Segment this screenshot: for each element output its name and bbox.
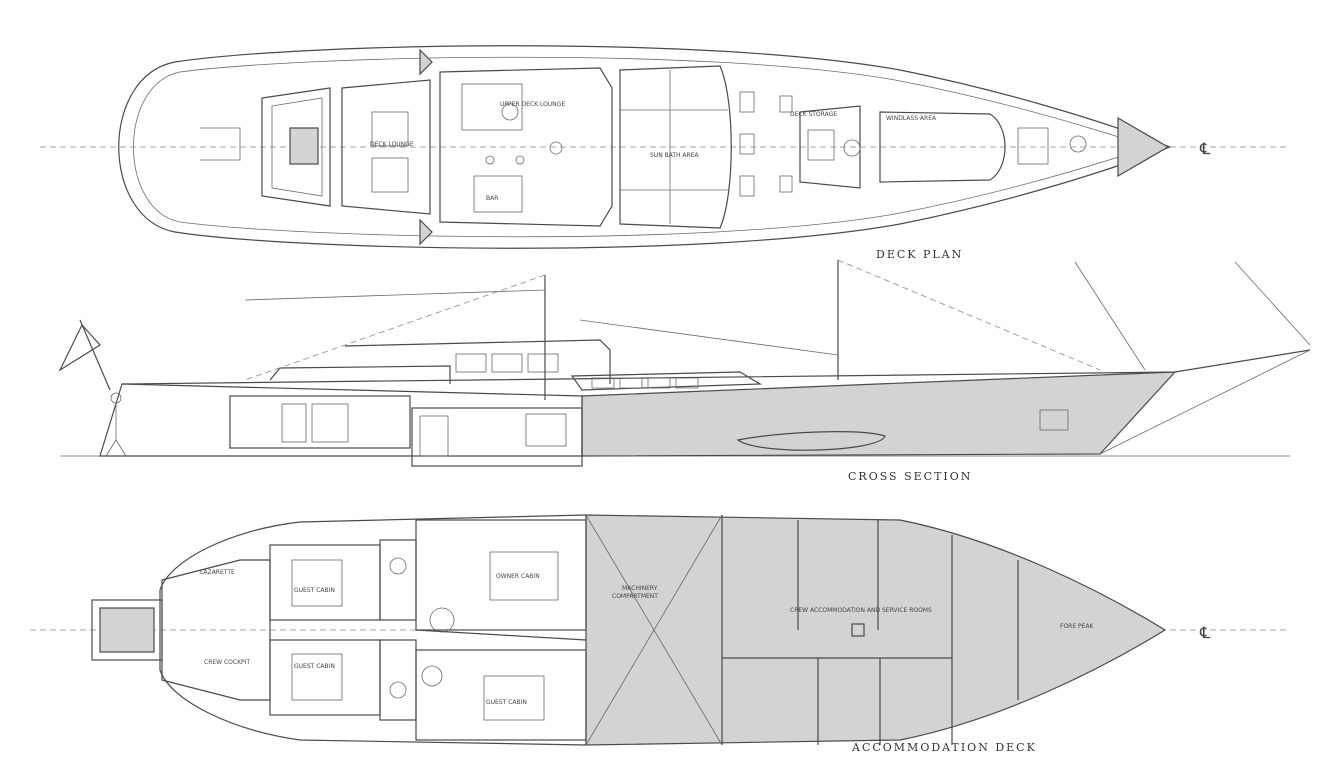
cross-section-caption: CROSS SECTION <box>848 470 972 483</box>
svg-text:OWNER CABIN: OWNER CABIN <box>496 573 540 580</box>
svg-text:DECK LOUNGE: DECK LOUNGE <box>370 141 414 148</box>
svg-text:GUEST CABIN: GUEST CABIN <box>294 663 335 670</box>
accommodation-deck-caption: ACCOMMODATION DECK <box>851 741 1037 754</box>
deck-plan-caption: DECK PLAN <box>876 248 963 261</box>
svg-text:SUN BATH AREA: SUN BATH AREA <box>650 152 699 159</box>
svg-text:COMPARTMENT: COMPARTMENT <box>612 593 658 600</box>
svg-text:CREW ACCOMMODATION AND SERVICE: CREW ACCOMMODATION AND SERVICE ROOMS <box>790 607 932 614</box>
svg-text:GUEST CABIN: GUEST CABIN <box>294 587 335 594</box>
accommodation-deck-view: GUEST CABIN GUEST CABIN OWNER CABIN GUES… <box>30 514 1290 754</box>
deck-plan-view: DECK LOUNGE UPPER DECK LOUNGE SUN BATH A… <box>40 45 1290 261</box>
svg-text:DECK STORAGE: DECK STORAGE <box>790 111 837 118</box>
svg-text:FORE PEAK: FORE PEAK <box>1060 623 1095 630</box>
svg-text:UPPER DECK LOUNGE: UPPER DECK LOUNGE <box>500 101 565 108</box>
svg-text:WINDLASS AREA: WINDLASS AREA <box>886 115 937 122</box>
svg-text:GUEST CABIN: GUEST CABIN <box>486 699 527 706</box>
svg-text:LAZARETTE: LAZARETTE <box>200 569 235 576</box>
centerline-symbol-deck: ℄ <box>1199 139 1211 158</box>
cross-section-view: CROSS SECTION <box>58 259 1311 483</box>
svg-text:MACHINERY: MACHINERY <box>622 585 658 592</box>
svg-text:BAR: BAR <box>486 195 498 202</box>
centerline-symbol-accommodation: ℄ <box>1199 623 1211 642</box>
svg-text:CREW COCKPIT: CREW COCKPIT <box>204 659 250 666</box>
